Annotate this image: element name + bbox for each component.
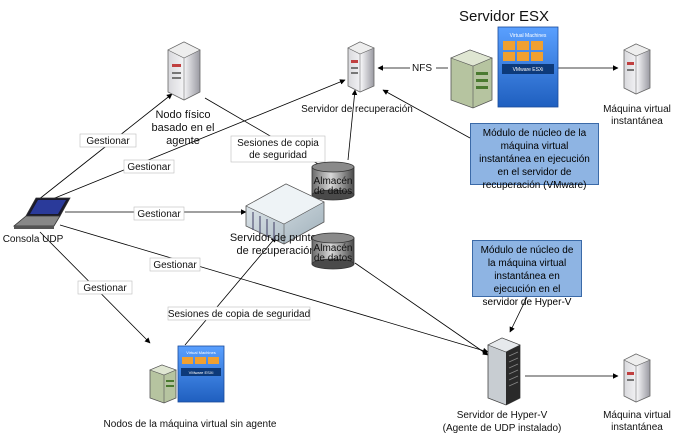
hyperv-label-l1: Servidor de Hyper-V bbox=[457, 410, 548, 421]
esx-server-icon bbox=[450, 49, 493, 109]
edge-label-manage-4: Gestionar bbox=[153, 260, 197, 271]
esx-panel-title: Virtual Machines bbox=[510, 33, 547, 39]
edge-label-manage-1: Gestionar bbox=[86, 136, 130, 147]
agentless-vm-panel: Virtual Machines VMware ESXi bbox=[177, 345, 225, 403]
note-hyperv-module: Módulo de núcleo de la máquina virtual i… bbox=[472, 240, 582, 308]
datastore-2-icon bbox=[311, 232, 355, 270]
esx-title: Servidor ESX bbox=[459, 8, 549, 25]
vm-top-label-l2: instantánea bbox=[611, 116, 663, 127]
edge-console-recovery-server bbox=[49, 79, 346, 201]
edge-note-vmware-recovery bbox=[382, 89, 471, 139]
datastore-2-label-l1: Almacén bbox=[314, 243, 353, 254]
edge-label-backup-sessions-l2: de seguridad bbox=[249, 150, 307, 161]
esx-vm-panel: Virtual Machines VMware ESXi bbox=[497, 26, 559, 108]
datastore-2-label-l2: de datos bbox=[314, 253, 352, 264]
edge-agentless-rps bbox=[184, 236, 277, 346]
physical-node-label-l2: basado en el bbox=[152, 122, 215, 134]
datastore-1-icon bbox=[311, 161, 355, 201]
agentless-panel-footer: VMware ESXi bbox=[189, 370, 214, 375]
esx-panel-footer: VMware ESXi bbox=[513, 67, 544, 73]
hyperv-label-l2: (Agente de UDP instalado) bbox=[443, 423, 562, 434]
edge-label-manage-2: Gestionar bbox=[127, 162, 171, 173]
edge-labels: Gestionar Gestionar Gestionar Gestionar … bbox=[77, 61, 436, 321]
rps-label-l1: Servidor de puntos bbox=[230, 232, 323, 244]
edge-label-nfs: NFS bbox=[412, 63, 432, 74]
datastore-1-label-l2: de datos bbox=[314, 186, 352, 197]
edge-label-manage-5: Gestionar bbox=[83, 283, 127, 294]
physical-node-label-l1: Nodo físico bbox=[155, 109, 210, 121]
datastore-1-label-l1: Almacén bbox=[314, 176, 353, 187]
edge-label-backup-sessions-l1: Sesiones de copia bbox=[237, 138, 319, 149]
rps-server-icon bbox=[245, 183, 325, 245]
vm-top-label-l1: Máquina virtual bbox=[603, 104, 671, 115]
rps-label-l2: de recuperación bbox=[237, 245, 316, 257]
edge-datastore2-hyperv bbox=[354, 262, 489, 356]
vm-bottom-server-icon bbox=[623, 353, 651, 403]
edge-label-backup-sessions-2: Sesiones de copia de seguridad bbox=[168, 309, 310, 320]
note-vmware-module: Módulo de núcleo de la máquina virtual i… bbox=[470, 123, 599, 191]
vm-top-server-icon bbox=[623, 43, 651, 95]
agentless-panel-title: Virtual Machines bbox=[186, 350, 216, 355]
recovery-server-label: Servidor de recuperación bbox=[301, 104, 413, 115]
hyperv-server-icon bbox=[487, 337, 521, 406]
physical-node-label-l3: agente bbox=[166, 135, 200, 147]
vm-bottom-label-l2: instantánea bbox=[611, 422, 663, 433]
agentless-label: Nodos de la máquina virtual sin agente bbox=[104, 419, 277, 430]
physical-node-server-icon bbox=[167, 41, 201, 101]
edge-note-hyperv bbox=[509, 296, 528, 333]
laptop-icon bbox=[12, 197, 71, 229]
edge-console-hyperv bbox=[59, 224, 489, 354]
recovery-server-icon bbox=[347, 41, 375, 93]
agentless-esx-server-icon bbox=[149, 364, 177, 404]
vm-bottom-label-l1: Máquina virtual bbox=[603, 410, 671, 421]
edge-label-manage-3: Gestionar bbox=[137, 209, 181, 220]
edge-datastore1-recovery bbox=[347, 89, 358, 161]
console-label: Consola UDP bbox=[3, 234, 64, 245]
